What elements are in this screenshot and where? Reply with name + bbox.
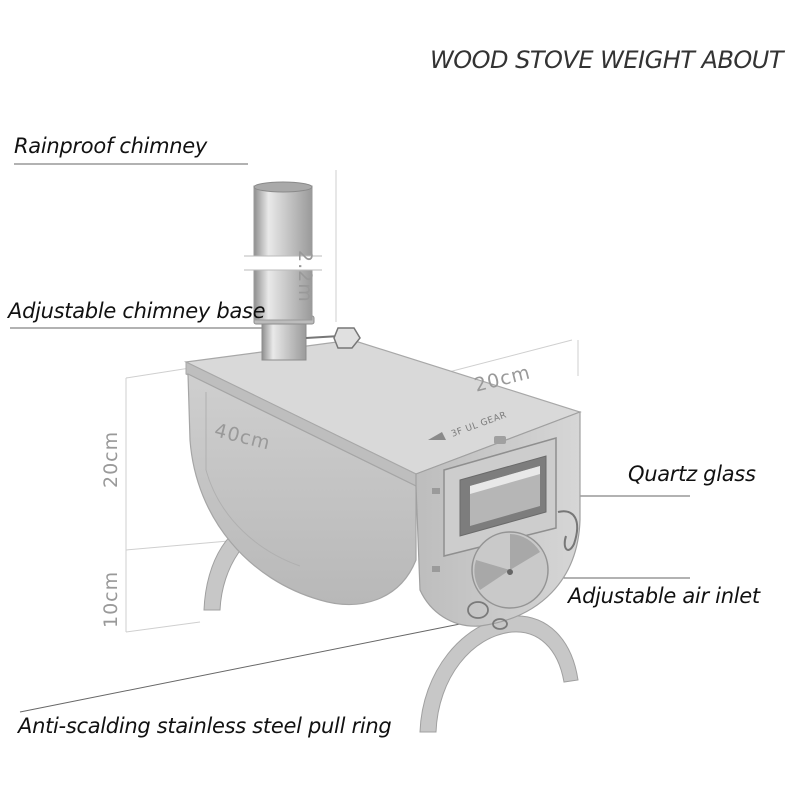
page-title: WOOD STOVE WEIGHT ABOUT — [430, 46, 784, 74]
stove-door — [432, 437, 579, 572]
dimension-chimney-height: 2.2m — [294, 250, 316, 303]
chimney — [242, 181, 361, 361]
air-inlet-damper — [471, 531, 549, 609]
label-quartz-glass: Quartz glass — [628, 462, 756, 486]
label-rainproof-chimney: Rainproof chimney — [14, 134, 208, 158]
label-pull-ring: Anti-scalding stainless steel pull ring — [18, 714, 392, 738]
dimension-body-height: 20cm — [100, 430, 122, 488]
label-adjustable-air-inlet: Adjustable air inlet — [568, 584, 760, 608]
dimension-leg-height: 10cm — [100, 570, 122, 628]
pull-ring — [467, 601, 508, 630]
label-adjustable-chimney-base: Adjustable chimney base — [8, 299, 266, 323]
